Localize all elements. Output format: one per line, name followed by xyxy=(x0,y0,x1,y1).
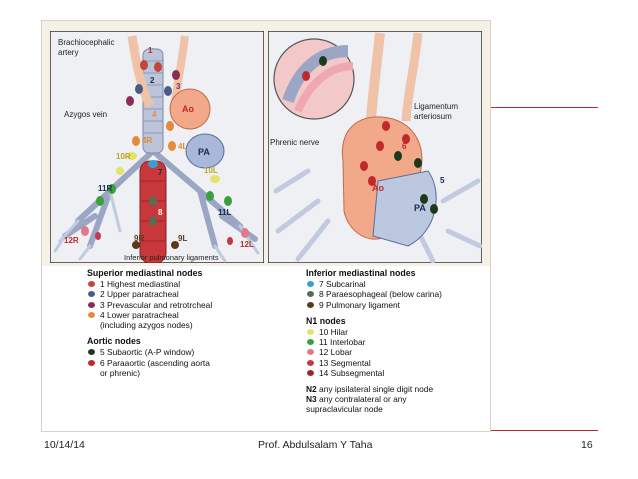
station-12r: 12R xyxy=(64,236,79,245)
legend-left: Superior mediastinal nodes 1 Highest med… xyxy=(87,268,277,378)
legend-n3-note-cont: supraclavicular node xyxy=(306,404,383,415)
legend-item: 4 Lower paratracheal xyxy=(87,310,277,320)
label-phrenic-nerve: Phrenic nerve xyxy=(270,138,320,147)
legend-item-continuation: (including azygos nodes) xyxy=(100,320,193,331)
legend-item: 9 Pulmonary ligament xyxy=(306,300,486,310)
legend-item: 11 Interlobar xyxy=(306,337,486,347)
legend-aortic-heading: Aortic nodes xyxy=(87,336,141,347)
label-artery: artery xyxy=(58,48,78,57)
legend-item: 1 Highest mediastinal xyxy=(87,279,277,289)
node-swatch-lower xyxy=(88,311,95,318)
legend-item: 7 Subcarinal xyxy=(306,279,486,289)
legend-item: 8 Paraesophageal (below carina) xyxy=(306,289,486,299)
station-5: 5 xyxy=(440,176,445,185)
label-right-pa: PA xyxy=(414,203,426,213)
station-1: 1 xyxy=(148,46,153,55)
legend-inferior-heading: Inferior mediastinal nodes xyxy=(306,268,416,278)
label-ligamentum: Ligamentum xyxy=(414,102,458,111)
node-swatch-subcarinal xyxy=(307,281,314,288)
station-10r: 10R xyxy=(116,152,131,161)
station-9r: 9R xyxy=(134,234,144,243)
legend-n3-note: N3 any contralateral or any xyxy=(306,394,407,405)
legend-n1-heading: N1 nodes xyxy=(306,315,346,326)
node-swatch-subsegmental xyxy=(307,369,314,376)
station-4r: 4R xyxy=(142,136,152,145)
node-swatch-paraesophageal xyxy=(307,291,314,298)
footer-page-number: 16 xyxy=(581,439,593,451)
footer-author: Prof. Abdulsalam Y Taha xyxy=(258,439,373,451)
label-right-ao: Ao xyxy=(372,183,384,193)
node-swatch-hilar xyxy=(307,329,314,336)
label-azygos-vein: Azygos vein xyxy=(64,110,107,119)
legend-superior-heading: Superior mediastinal nodes xyxy=(87,268,203,278)
node-swatch-interlobar xyxy=(307,339,314,346)
legend-right: Inferior mediastinal nodes 7 Subcarinal … xyxy=(306,268,486,415)
node-swatch-subaortic xyxy=(88,349,95,356)
lymph-node-map-figure: Brachiocephalic artery Azygos vein Ao PA… xyxy=(41,20,491,432)
node-swatch-upper xyxy=(88,291,95,298)
label-arteriosum: arteriosum xyxy=(414,112,452,121)
legend-item: 14 Subsegmental xyxy=(306,368,486,378)
station-8: 8 xyxy=(158,208,163,217)
accent-line-bottom xyxy=(488,430,598,431)
legend-item: 12 Lobar xyxy=(306,347,486,357)
label-inferior-lig: Inferior pulmonary ligaments xyxy=(124,253,219,262)
footer-date: 10/14/14 xyxy=(44,439,85,451)
legend-item: 10 Hilar xyxy=(306,327,486,337)
station-4: 4 xyxy=(152,110,157,119)
station-7: 7 xyxy=(158,168,163,177)
station-11r: 11R xyxy=(98,184,112,193)
label-left-pa: PA xyxy=(198,147,210,157)
legend-item: 6 Paraaortic (ascending aorta xyxy=(87,358,277,368)
station-9l: 9L xyxy=(178,234,187,243)
station-12l: 12L xyxy=(240,240,254,249)
node-swatch-lobar xyxy=(307,349,314,356)
station-11l: 11L xyxy=(218,208,231,217)
legend-item: 3 Prevascular and retrotrcheal xyxy=(87,300,277,310)
station-6: 6 xyxy=(402,142,407,151)
left-anatomy-diagram: Brachiocephalic artery Azygos vein Ao PA… xyxy=(50,31,264,263)
node-swatch-paraaortic xyxy=(88,359,95,366)
legend-item-continuation: or phrenic) xyxy=(100,367,141,378)
station-4l: 4L xyxy=(178,142,187,151)
station-3: 3 xyxy=(176,82,181,91)
legend-n2-note: N2 any ipsilateral single digit node xyxy=(306,384,434,395)
node-swatch-segmental xyxy=(307,359,314,366)
node-swatch-prevascular xyxy=(88,301,95,308)
node-swatch-highest xyxy=(88,281,95,288)
station-2: 2 xyxy=(150,76,155,85)
label-left-ao: Ao xyxy=(182,104,194,114)
legend-item: 5 Subaortic (A-P window) xyxy=(87,347,277,357)
legend-item: 13 Segmental xyxy=(306,358,486,368)
label-brachiocephalic: Brachiocephalic xyxy=(58,38,114,47)
legend-item: 2 Upper paratracheal xyxy=(87,289,277,299)
station-10l: 10L xyxy=(204,166,218,175)
node-swatch-pulmonary-ligament xyxy=(307,301,314,308)
right-anatomy-diagram: Ligamentum arteriosum Phrenic nerve Ao P… xyxy=(268,31,482,263)
accent-line-top xyxy=(488,107,598,108)
